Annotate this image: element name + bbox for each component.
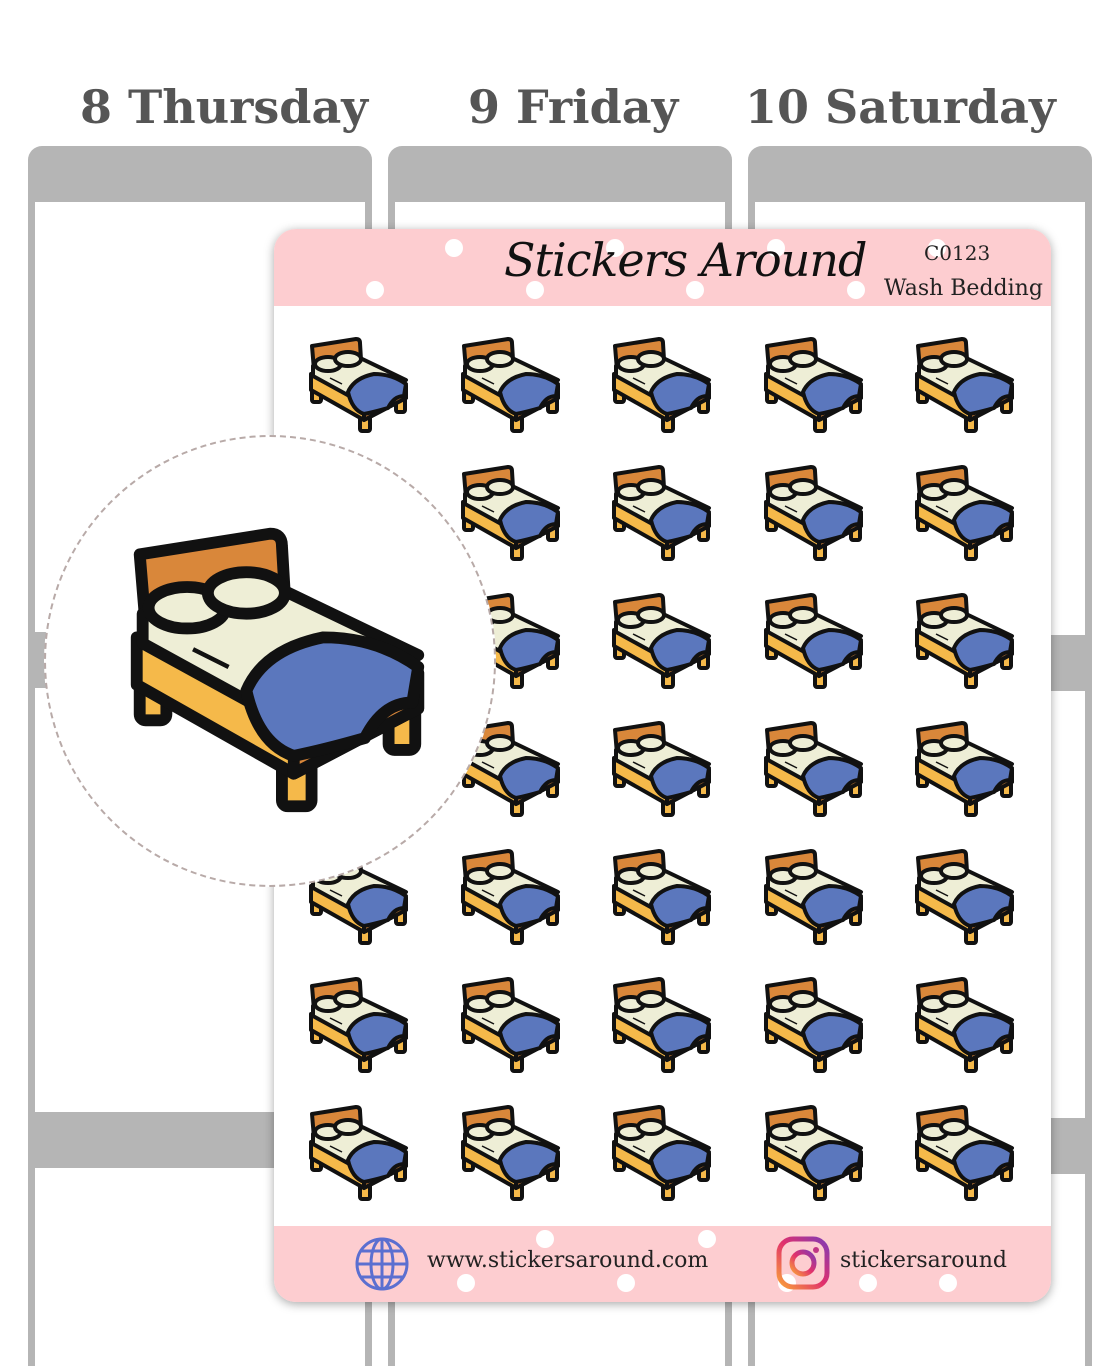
bed-sticker	[607, 590, 715, 690]
globe-icon	[355, 1237, 409, 1291]
bed-sticker	[759, 718, 867, 818]
bed-sticker	[607, 846, 715, 946]
bed-sticker	[607, 334, 715, 434]
bed-sticker	[456, 846, 564, 946]
bed-sticker	[607, 462, 715, 562]
bed-sticker	[910, 462, 1018, 562]
bed-sticker	[304, 334, 412, 434]
bed-sticker	[910, 974, 1018, 1074]
bed-sticker	[607, 974, 715, 1074]
bed-sticker	[759, 462, 867, 562]
bed-sticker	[304, 1102, 412, 1202]
magnified-sticker-preview	[44, 435, 496, 887]
sheet-footer: www.stickersaround.com stickersaround	[274, 1226, 1051, 1302]
sheet-title: Wash Bedding	[884, 276, 1043, 301]
day-label-friday: 9 Friday	[468, 80, 679, 134]
sheet-header: Stickers Around C0123 Wash Bedding	[274, 229, 1051, 306]
bed-sticker	[607, 1102, 715, 1202]
bed-sticker	[456, 334, 564, 434]
bed-sticker	[456, 1102, 564, 1202]
bed-sticker	[456, 974, 564, 1074]
bed-sticker	[759, 846, 867, 946]
bed-sticker	[759, 1102, 867, 1202]
bed-icon	[116, 517, 436, 817]
instagram-icon	[776, 1236, 830, 1290]
bed-sticker	[759, 590, 867, 690]
day-label-saturday: 10 Saturday	[745, 80, 1056, 134]
bed-sticker	[910, 1102, 1018, 1202]
instagram-handle[interactable]: stickersaround	[840, 1248, 1007, 1273]
bed-sticker	[910, 718, 1018, 818]
bed-sticker	[910, 590, 1018, 690]
bed-sticker	[759, 334, 867, 434]
bed-sticker	[607, 718, 715, 818]
product-code: C0123	[924, 241, 991, 265]
bed-sticker	[910, 334, 1018, 434]
bed-sticker	[759, 974, 867, 1074]
brand-logo: Stickers Around	[504, 233, 867, 287]
bed-sticker	[456, 462, 564, 562]
bed-sticker	[910, 846, 1018, 946]
website-link[interactable]: www.stickersaround.com	[427, 1248, 709, 1273]
bed-sticker	[304, 974, 412, 1074]
day-label-thursday: 8 Thursday	[80, 80, 368, 134]
